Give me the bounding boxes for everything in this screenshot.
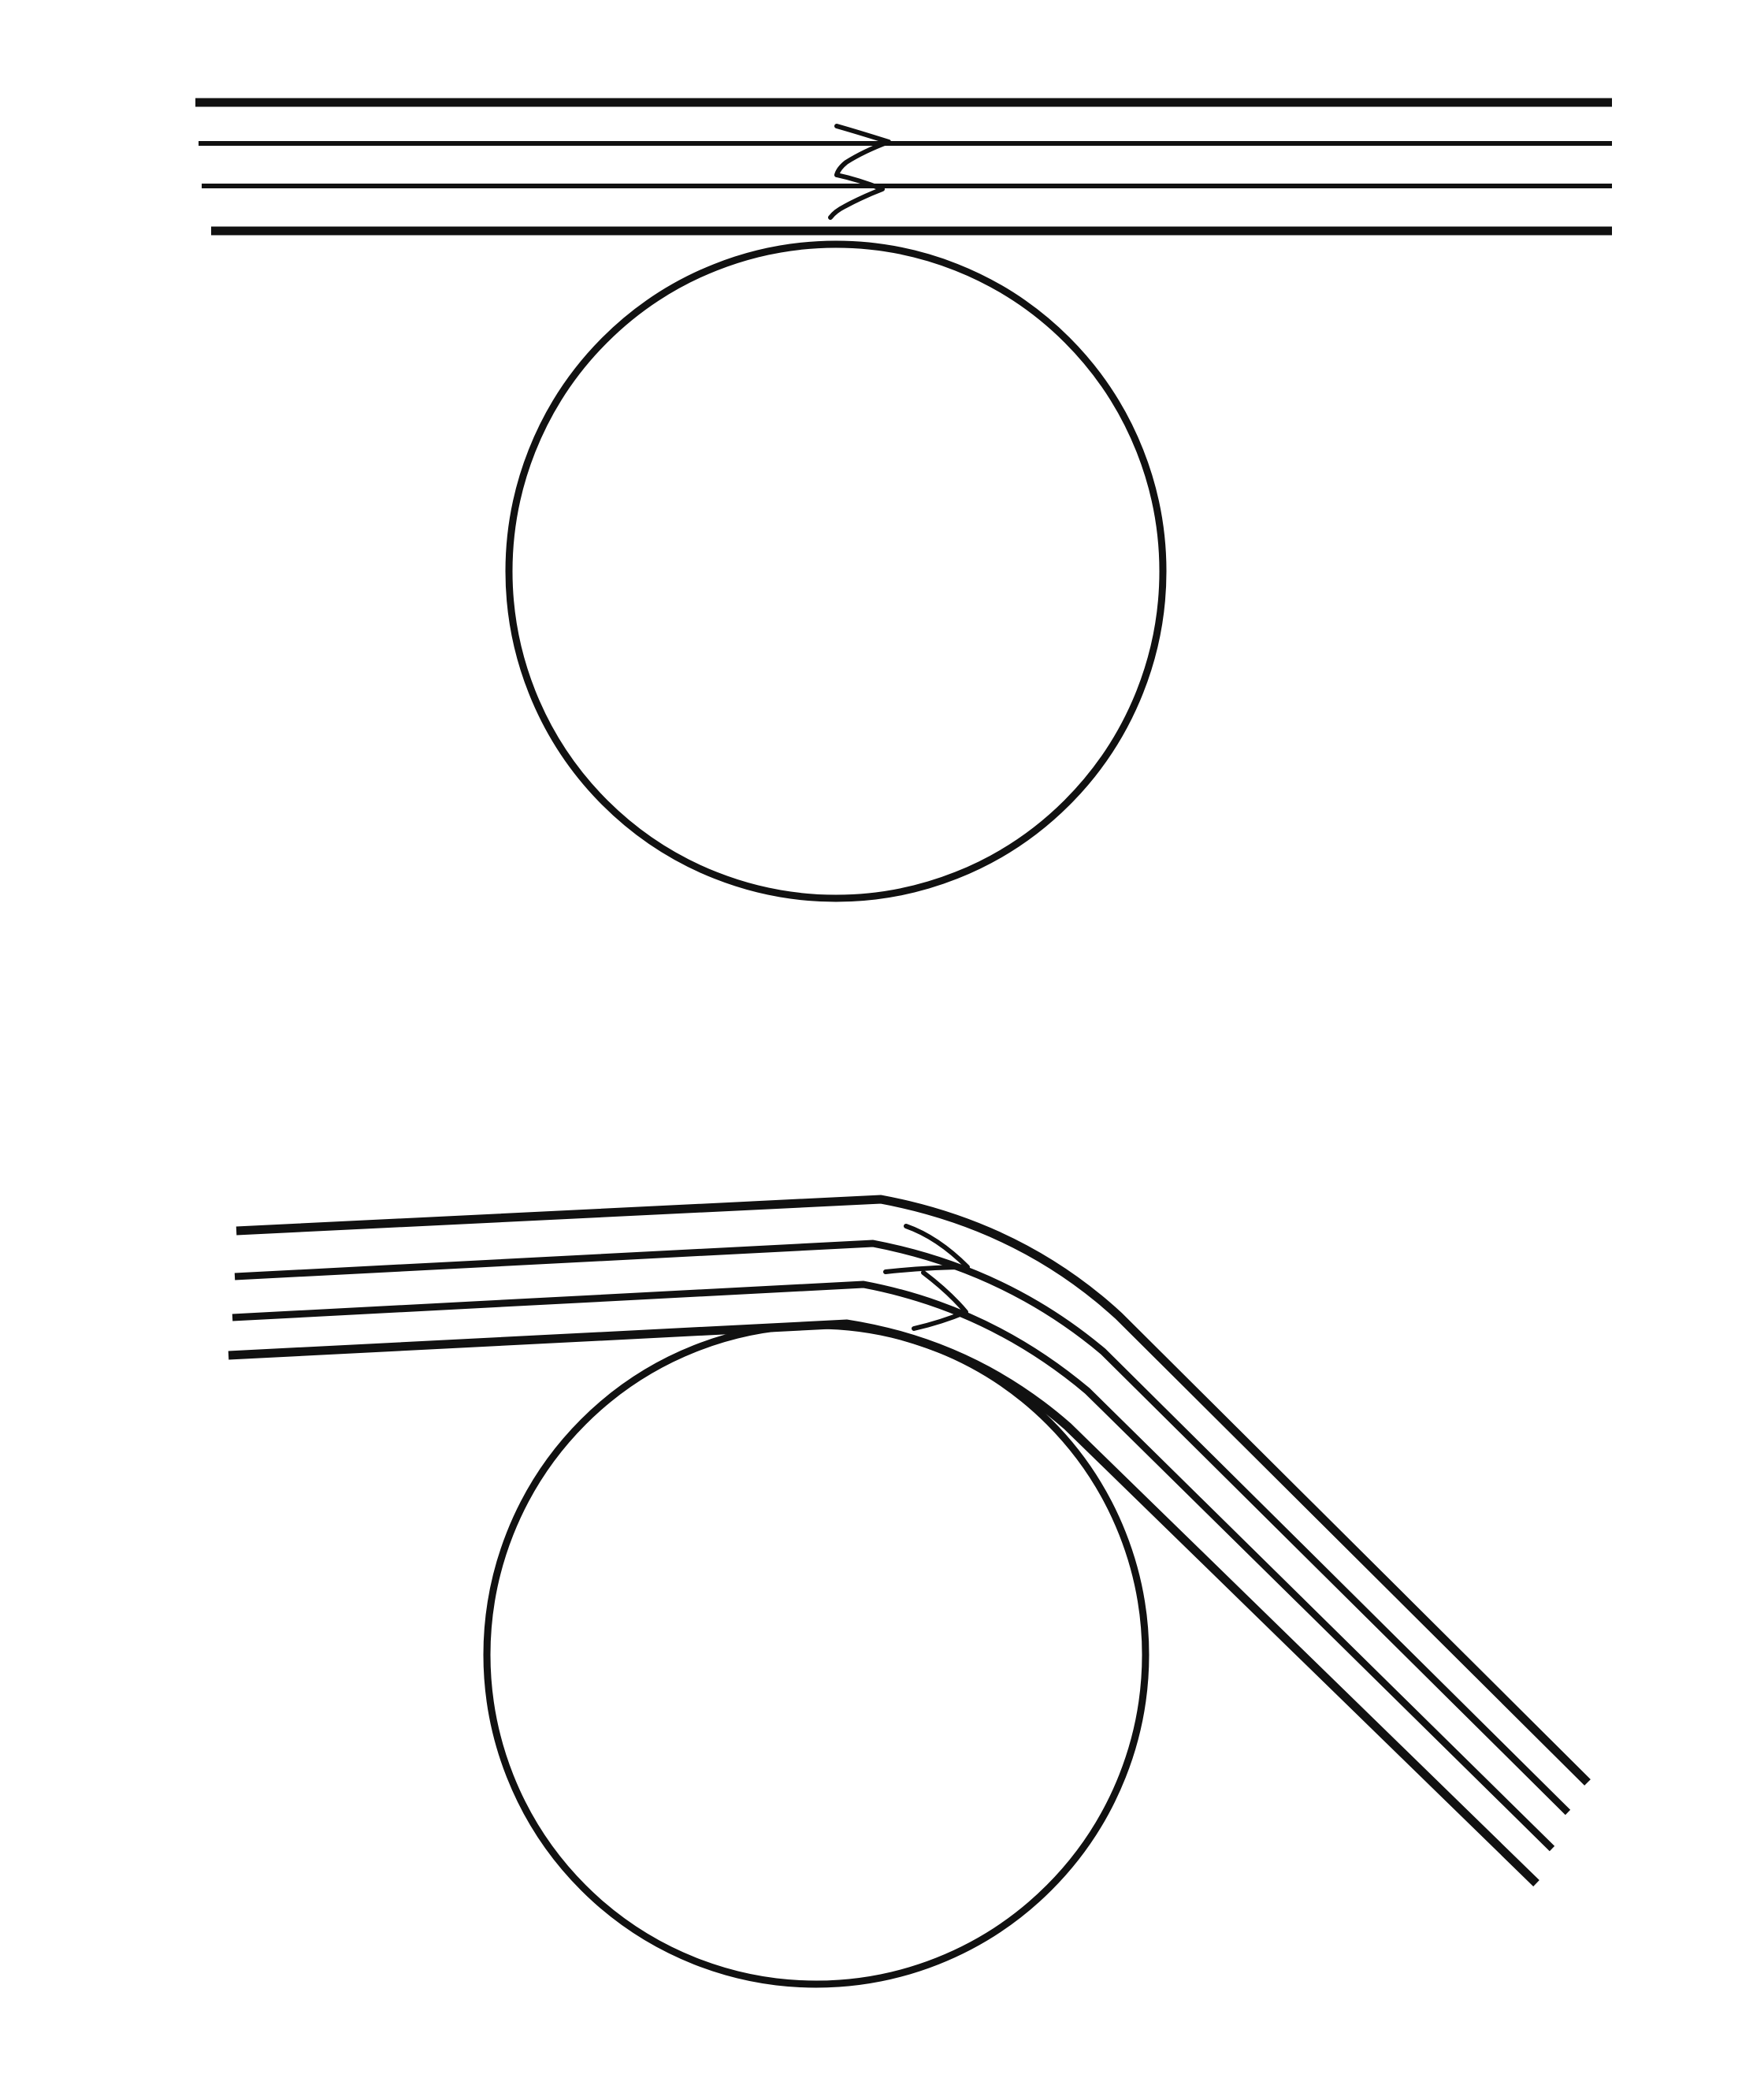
circle-obstacle-top xyxy=(505,240,1167,902)
panel-straight xyxy=(195,98,1612,902)
circle-obstacle-bottom xyxy=(483,1321,1149,1988)
crossing-marker-top-lower xyxy=(828,173,885,220)
strand-bottom-1 xyxy=(236,1195,1591,1786)
strand-bottom-2 xyxy=(234,1240,1571,1816)
crossing-marker-bottom-upper xyxy=(883,1224,970,1274)
strand-bottom-3 xyxy=(232,1280,1555,1852)
crossing-marker-top-upper xyxy=(834,124,891,177)
strand-bottom-4 xyxy=(228,1319,1539,1886)
crossing-marker-bottom-lower xyxy=(912,1270,968,1331)
panel-bent xyxy=(228,1195,1591,1988)
